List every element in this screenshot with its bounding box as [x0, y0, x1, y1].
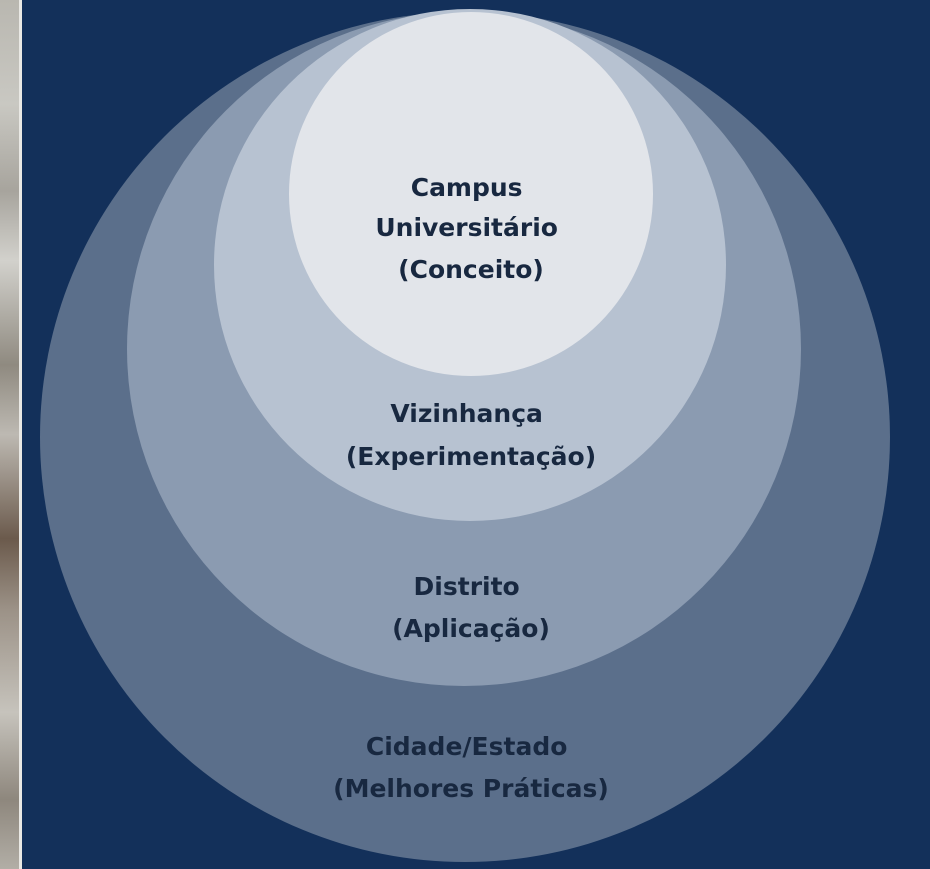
background-photo-strip	[0, 0, 22, 869]
label-distrito-line-1: Distrito	[414, 572, 520, 601]
label-campus-line-1: Campus	[411, 173, 523, 202]
label-cidade-line-2: (Melhores Práticas)	[333, 774, 609, 803]
label-distrito: Distrito (Aplicação)	[392, 572, 550, 643]
circle-campus-universitario	[289, 12, 653, 376]
concentric-circles-diagram: Campus Universitário (Conceito) Vizinhan…	[22, 0, 930, 869]
label-cidade-line-1: Cidade/Estado	[366, 732, 568, 761]
label-vizinhanca-line-2: (Experimentação)	[346, 442, 596, 471]
label-campus-universitario: Campus Universitário (Conceito)	[375, 173, 566, 284]
label-vizinhanca: Vizinhança (Experimentação)	[346, 399, 596, 471]
label-campus-line-3: (Conceito)	[398, 255, 544, 284]
label-cidade-estado: Cidade/Estado (Melhores Práticas)	[333, 732, 609, 803]
label-campus-line-2: Universitário	[375, 213, 558, 242]
label-distrito-line-2: (Aplicação)	[392, 614, 550, 643]
label-vizinhanca-line-1: Vizinhança	[390, 399, 543, 428]
